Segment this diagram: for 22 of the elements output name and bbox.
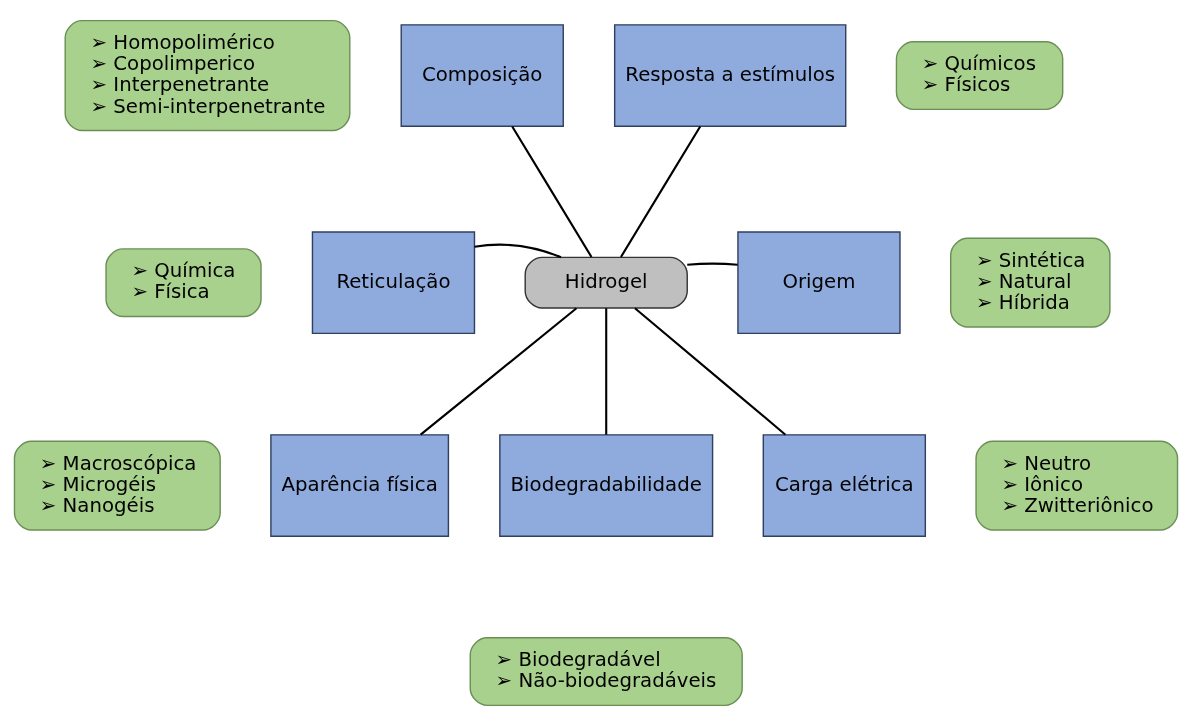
connector (419, 306, 578, 435)
connector (605, 307, 608, 435)
node-box: ➢ Homopolimérico ➢ Copolimperico ➢ Interpenetrante ➢ Semi-interpenetrante (64, 19, 351, 131)
connector (687, 262, 738, 266)
connector (620, 125, 702, 258)
node-box: Reticulação (311, 230, 476, 334)
node-box: ➢ Biodegradável ➢ Não-biodegradáveis (469, 636, 743, 706)
node-box: ➢ Neutro ➢ Iônico ➢ Zwitteriônico (975, 440, 1179, 531)
node-box: Carga elétrica (762, 433, 927, 537)
node-box: ➢ Sintética ➢ Natural ➢ Híbrida (950, 237, 1111, 328)
node-box: ➢ Química ➢ Física (105, 247, 262, 317)
node-box: Hidrogel (524, 256, 688, 309)
connector (634, 306, 787, 435)
node-box: Origem (737, 230, 901, 334)
node-box: Composição (400, 23, 564, 127)
node-box: Resposta a estímulos (613, 23, 847, 127)
node-box: ➢ Químicos ➢ Físicos (895, 40, 1064, 110)
connector (474, 243, 562, 258)
node-box: Biodegradabilidade (499, 433, 714, 537)
node-box: ➢ Macroscópica ➢ Microgéis ➢ Nanogéis (13, 440, 221, 531)
connector (511, 125, 593, 258)
node-box: Aparência física (270, 433, 450, 537)
